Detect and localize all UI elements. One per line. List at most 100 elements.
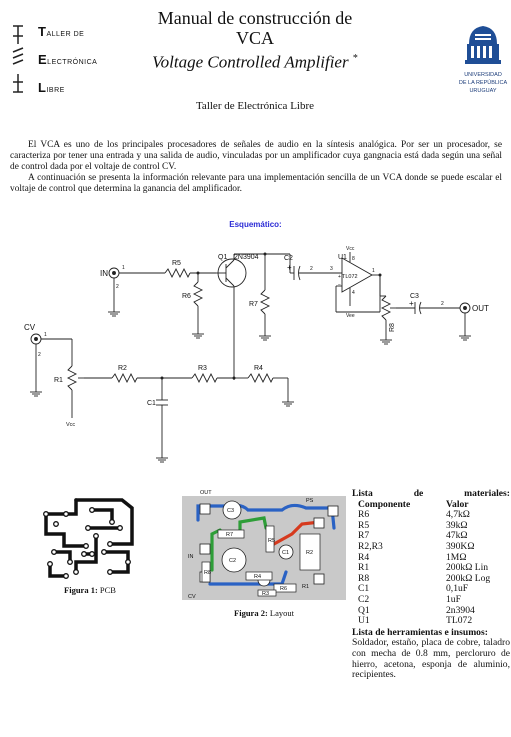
- materials-row: R1 200kΩ Lin: [352, 563, 490, 574]
- materials-row: C2 1uF: [352, 593, 490, 606]
- materials-component: C2: [358, 593, 370, 605]
- label-u1-part: TL072: [342, 274, 358, 280]
- label-cv-pin2: 2: [38, 352, 41, 358]
- layout-label-r8: R8: [204, 570, 211, 576]
- materials-col-component: Componente: [358, 498, 411, 510]
- document-subtitle: Taller de Electrónica Libre: [195, 100, 315, 112]
- label-c2-pin2: 2: [310, 266, 313, 272]
- logo-letter-l: L: [38, 80, 47, 95]
- label-vee: Vee: [346, 313, 355, 319]
- udelar-line-1: UNIVERSIDAD: [464, 72, 502, 78]
- materials-row: R7 47kΩ: [352, 531, 490, 542]
- logo-letter-e: E: [38, 52, 48, 67]
- layout-label-r7: R7: [226, 532, 233, 538]
- label-r6: R6: [182, 293, 191, 300]
- label-c3: C3: [410, 293, 419, 300]
- title-footnote-mark: *: [352, 53, 358, 64]
- label-c2-plus: +: [287, 263, 292, 272]
- materials-component: Q1: [358, 604, 370, 616]
- layout-label-r3: R3: [262, 591, 269, 597]
- materials-value: 47kΩ: [446, 530, 468, 542]
- materials-heading-left: Lista: [352, 488, 373, 499]
- materials-component: R6: [358, 509, 370, 521]
- layout-label-r5: R5: [268, 538, 275, 544]
- layout-label-out: OUT: [200, 490, 212, 496]
- label-r4: R4: [254, 365, 263, 372]
- udelar-logo: UNIVERSIDAD DE LA REPÚBLICA URUGUAY: [458, 24, 508, 94]
- materials-component: R1: [358, 562, 370, 574]
- materials-row: R8 200kΩ Log: [352, 572, 491, 585]
- materials-component: U1: [358, 615, 370, 627]
- materials-value: 200kΩ Log: [446, 572, 491, 584]
- materials-value: 2n3904: [446, 604, 475, 616]
- materials-row: C1 0,1uF: [352, 584, 490, 595]
- schematic-title: Esquemático:: [229, 220, 282, 229]
- materials-value: 4,7kΩ: [446, 509, 470, 521]
- materials-component: C1: [358, 583, 370, 595]
- layout-label-in: IN: [188, 554, 194, 560]
- label-r3: R3: [198, 365, 207, 372]
- materials-heading-right: materiales:: [464, 488, 510, 499]
- layout-figure: OUT PS IN CV C3 C2 C1 R7 R5 R8 R4 R6 R2 …: [182, 490, 346, 600]
- r5-zigzag: [164, 267, 191, 279]
- label-r7: R7: [249, 301, 258, 308]
- label-vcc-r1: Vcc: [66, 422, 75, 428]
- title-line-2: VCA: [235, 28, 274, 48]
- label-r1: R1: [54, 377, 63, 384]
- logo-bars-icon: [12, 25, 24, 93]
- label-c3-pin2: 2: [441, 301, 444, 307]
- materials-row: Q1 2n3904: [352, 604, 490, 617]
- document-title: Manual de construcción de VCA Voltage Co…: [120, 8, 390, 74]
- label-u1: U1: [338, 254, 347, 261]
- layout-label-c1: C1: [282, 550, 289, 556]
- materials-header-row: Componente Valor: [352, 498, 490, 511]
- label-c2: C2: [284, 255, 293, 262]
- university-building-icon: [465, 26, 501, 64]
- intro-text: El VCA es uno de los principales procesa…: [10, 140, 502, 195]
- logo-text-taller: ALLER DE: [46, 31, 85, 38]
- label-u1-pin3: 3: [330, 266, 333, 272]
- schematic-diagram: IN 1 2 R5 R6 Q1 2N3904 R7 C2 + 2 3 U1 Vc…: [24, 246, 489, 463]
- label-in-pin1: 1: [122, 265, 125, 271]
- label-opamp-plus: +: [338, 274, 341, 280]
- materials-value: 0,1uF: [446, 583, 469, 595]
- materials-heading: Lista de materiales:: [352, 488, 510, 500]
- materials-component: R2,R3: [358, 540, 383, 552]
- logo-text-electronica: LECTRÓNICA: [47, 59, 98, 66]
- materials-list: Lista de materiales: Componente Valor R6…: [352, 488, 510, 681]
- label-opamp-minus: −: [338, 282, 341, 288]
- label-u1-pin1: 1: [372, 268, 375, 274]
- intro-paragraph-2: A continuación se presenta la informació…: [10, 173, 502, 194]
- materials-value: 1MΩ: [446, 551, 467, 563]
- materials-value: 39kΩ: [446, 519, 468, 531]
- label-r5: R5: [172, 260, 181, 267]
- figure-1-label: Figura 1:: [64, 585, 98, 595]
- layout-label-r2: R2: [306, 550, 313, 556]
- materials-component: R7: [358, 530, 370, 542]
- materials-component: R8: [358, 572, 370, 584]
- intro-paragraph-1: El VCA es uno de los principales procesa…: [10, 140, 502, 172]
- label-cv: CV: [24, 323, 36, 332]
- title-line-3: Voltage Controlled Amplifier *: [120, 48, 390, 74]
- label-u1-pin4: 4: [352, 290, 355, 296]
- tools-heading: Lista de herramientas e insumos:: [352, 626, 488, 638]
- layout-label-cv: CV: [188, 594, 196, 600]
- label-u1-pin8: 8: [352, 256, 355, 262]
- layout-label-c2: C2: [229, 558, 236, 564]
- layout-label-ps: PS: [306, 498, 314, 504]
- materials-value: 200kΩ Lin: [446, 562, 489, 574]
- u1-opamp: [341, 257, 373, 293]
- logo-letter-t: T: [38, 24, 47, 39]
- figure-2-caption: Figura 2: Layout: [182, 608, 346, 618]
- materials-value: 1uF: [446, 593, 461, 605]
- label-r2: R2: [118, 365, 127, 372]
- udelar-line-2: DE LA REPÚBLICA: [458, 80, 508, 86]
- figure-1-caption: Figura 1: PCB: [36, 585, 144, 595]
- label-c1: C1: [147, 400, 156, 407]
- materials-heading-mid: de: [413, 488, 424, 499]
